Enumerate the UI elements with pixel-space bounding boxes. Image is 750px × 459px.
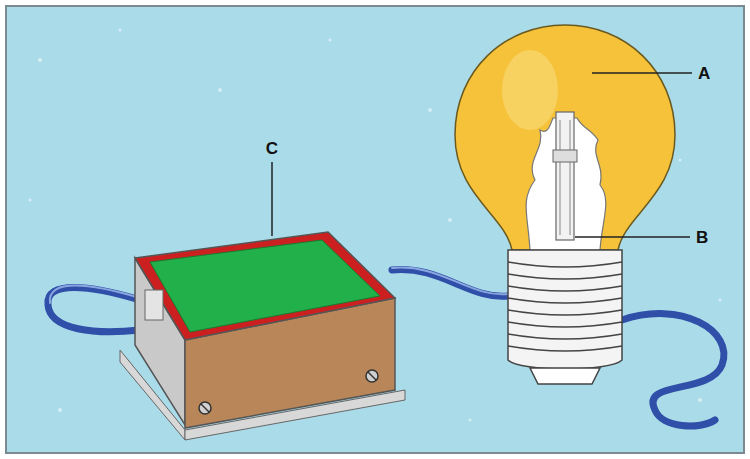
- callout-letter: B: [696, 229, 708, 246]
- callout-letter: C: [266, 140, 278, 157]
- callout-letter: A: [698, 65, 710, 82]
